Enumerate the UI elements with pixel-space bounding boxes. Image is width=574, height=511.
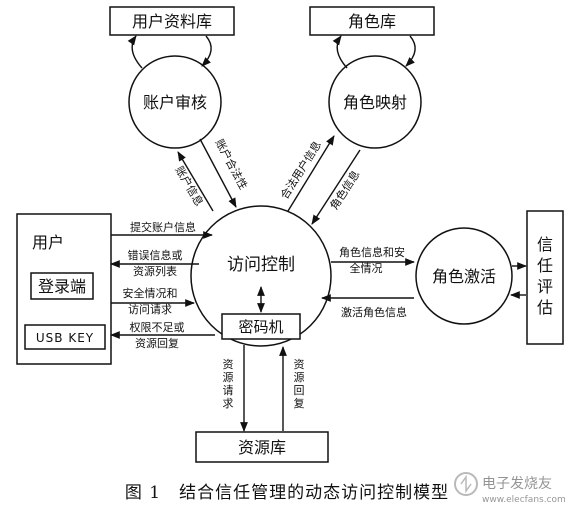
trust-eval-char-4: 估 bbox=[537, 298, 553, 317]
label-resource-request-3: 请 bbox=[223, 384, 234, 397]
label-security-request-2: 访问请求 bbox=[128, 303, 172, 316]
label-role-security-2: 全情况 bbox=[350, 261, 383, 275]
trust-evaluation-node: 信 任 评 估 bbox=[526, 210, 564, 345]
label-legal-user-info: 合法用户信息 bbox=[277, 138, 324, 201]
arrow-userdb-audit-up bbox=[127, 35, 143, 69]
label-security-request-1: 安全情况和 bbox=[123, 286, 178, 300]
role-database-label: 角色库 bbox=[348, 12, 396, 31]
access-control-label: 访问控制 bbox=[227, 255, 295, 275]
label-resource-request-4: 求 bbox=[223, 397, 234, 410]
label-error-info-2: 资源列表 bbox=[133, 264, 177, 278]
watermark-logo: 电子发烧友 www.elecfans.com bbox=[454, 472, 566, 505]
label-submit-account: 提交账户信息 bbox=[130, 220, 196, 234]
resource-database-node: 资源库 bbox=[195, 431, 329, 463]
usb-key-label: USB KEY bbox=[36, 331, 94, 345]
label-resource-reply-1: 资 bbox=[294, 358, 305, 371]
trust-eval-char-1: 信 bbox=[537, 235, 553, 254]
role-activation-label: 角色激活 bbox=[432, 267, 496, 286]
label-insufficient-2: 资源回复 bbox=[135, 336, 179, 350]
arrow-role-info bbox=[311, 149, 361, 225]
label-resource-reply-2: 源 bbox=[294, 370, 305, 384]
label-insufficient-1: 权限不足或 bbox=[130, 321, 185, 334]
usb-key-box bbox=[24, 324, 106, 350]
account-audit-label: 账户审核 bbox=[143, 93, 207, 112]
login-box bbox=[30, 272, 94, 300]
role-activation-node: 角色激活 bbox=[415, 227, 513, 325]
watermark-url: www.elecfans.com bbox=[482, 495, 566, 505]
user-database-node: 用户资料库 bbox=[109, 6, 235, 36]
arrow-account-info bbox=[177, 151, 214, 212]
login-label: 登录端 bbox=[38, 277, 86, 296]
trust-eval-char-3: 评 bbox=[537, 277, 553, 296]
figure-caption: 图 1 结合信任管理的动态访问控制模型 bbox=[124, 483, 450, 503]
label-resource-reply-4: 复 bbox=[294, 396, 305, 410]
label-role-security-1: 角色信息和安 bbox=[339, 245, 405, 259]
resource-database-label: 资源库 bbox=[238, 438, 286, 457]
role-mapping-label: 角色映射 bbox=[343, 93, 407, 112]
account-audit-node: 账户审核 bbox=[128, 55, 222, 149]
arrow-legal-user-info bbox=[287, 135, 335, 212]
role-mapping-node: 角色映射 bbox=[328, 55, 422, 149]
user-database-label: 用户资料库 bbox=[132, 12, 212, 31]
label-resource-reply-3: 回 bbox=[294, 384, 305, 397]
label-resource-request-2: 源 bbox=[223, 370, 234, 384]
role-database-node: 角色库 bbox=[309, 6, 435, 36]
user-node: 用户 登录端 USB KEY bbox=[16, 213, 112, 365]
label-account-legal: 账户合法性 bbox=[212, 137, 250, 192]
label-activate-role: 激活角色信息 bbox=[341, 305, 407, 319]
crypto-box bbox=[221, 313, 301, 340]
label-resource-request-1: 资 bbox=[223, 358, 234, 371]
user-label: 用户 bbox=[32, 233, 64, 252]
label-error-info-1: 错误信息或 bbox=[128, 248, 183, 262]
watermark-text: 电子发烧友 bbox=[482, 476, 552, 492]
arrow-roledb-mapping-up bbox=[332, 35, 348, 69]
crypto-label: 密码机 bbox=[238, 318, 283, 336]
arrow-userdb-audit-down bbox=[201, 35, 212, 67]
arrow-account-legal bbox=[199, 138, 237, 208]
access-control-node: 访问控制 密码机 bbox=[190, 205, 332, 347]
trust-eval-char-2: 任 bbox=[537, 256, 553, 275]
arrow-roledb-mapping-down bbox=[405, 35, 416, 67]
